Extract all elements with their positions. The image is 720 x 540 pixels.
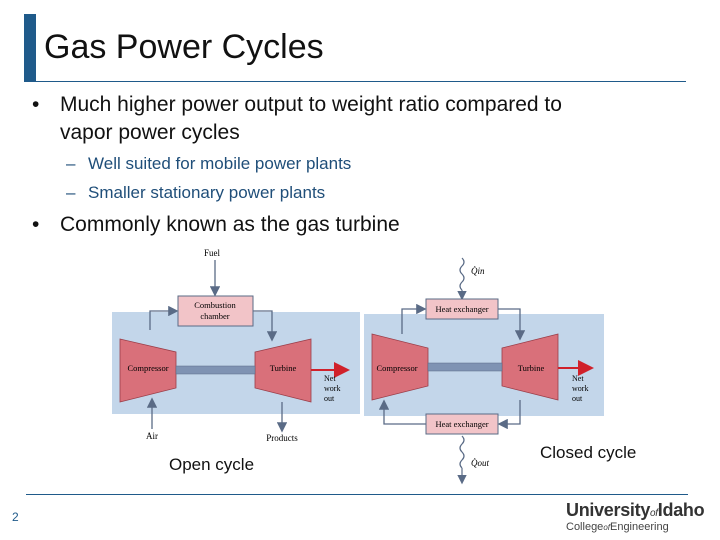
page-number: 2: [12, 510, 19, 524]
closed-cycle-caption: Closed cycle: [540, 443, 637, 462]
turbine-label: Turbine: [518, 363, 545, 373]
compressor-label: Compressor: [127, 363, 168, 373]
hx-to-turbine-line: [498, 308, 526, 341]
logo-college-a: College: [566, 521, 604, 533]
slide-title: Gas Power Cycles: [44, 28, 324, 66]
logo-college-of: of: [603, 523, 610, 532]
logo-university-line: UniversityofIdaho: [566, 500, 705, 521]
heat-exchanger-bottom-box: [425, 413, 499, 435]
bullet-2: • Commonly known as the gas turbine: [32, 211, 532, 239]
net-label-3: out: [324, 394, 335, 403]
logo-university-b: Idaho: [657, 500, 705, 520]
open-cycle-diagram: Fuel Combustion chamber Compressor Turbi…: [112, 248, 360, 443]
combustion-label-2: chamber: [200, 311, 229, 321]
logo-college-line: CollegeofEngineering: [566, 521, 669, 533]
title-accent-bar: [24, 14, 36, 82]
logo-college-b: Engineering: [609, 521, 669, 533]
products-label: Products: [266, 433, 298, 443]
turbine-shape: [254, 338, 312, 403]
logo-of: of: [650, 508, 658, 519]
turbine-label: Turbine: [270, 363, 297, 373]
heat-exchanger-bottom-label: Heat exchanger: [435, 419, 488, 429]
net-label-2: work: [324, 384, 340, 393]
closed-cycle-diagram: Q̇in Heat exchanger Compressor Turbine N…: [364, 257, 604, 485]
heat-exchanger-top-label: Heat exchanger: [435, 304, 488, 314]
compressor-to-chamber-line: [149, 305, 179, 330]
net-label-2: work: [572, 384, 588, 393]
sub-bullet-1-text: Well suited for mobile power plants: [88, 154, 352, 173]
q-in-label: Q̇in: [471, 266, 485, 276]
chamber-to-turbine-line: [253, 310, 278, 342]
net-label-3: out: [572, 394, 583, 403]
air-label: Air: [146, 431, 158, 441]
open-cycle-caption: Open cycle: [169, 455, 255, 474]
shaft: [427, 362, 503, 372]
bullet-mark: •: [32, 213, 40, 236]
shaft: [175, 365, 256, 375]
q-out-label: Q̇out: [471, 458, 489, 468]
compressor-shape: [371, 333, 429, 401]
compressor-label: Compressor: [376, 363, 417, 373]
bullet-1-line2: vapor power cycles: [60, 121, 240, 144]
title-divider: [24, 81, 686, 82]
bullet-mark: •: [32, 93, 40, 116]
logo-university-a: University: [566, 500, 651, 520]
sub-bullet-dash: –: [66, 154, 76, 173]
bullet-2-text: Commonly known as the gas turbine: [60, 213, 400, 236]
sub-bullet-dash: –: [66, 183, 76, 202]
heat-out-wavy-arrow: [459, 435, 465, 469]
compressor-to-hx-line: [401, 303, 427, 334]
turbine-shape: [501, 333, 559, 401]
fuel-label: Fuel: [204, 248, 221, 258]
compressor-shape: [119, 338, 177, 403]
hx-to-compressor-line: [378, 399, 426, 425]
turbine-to-hx-line: [497, 400, 521, 430]
footer-divider: [26, 494, 688, 495]
bullet-1: • Much higher power output to weight rat…: [32, 91, 672, 147]
heat-in-wavy-arrow: [459, 257, 465, 291]
bullet-1-line1: Much higher power output to weight ratio…: [60, 93, 562, 116]
university-logo: UniversityofIdaho CollegeofEngineering: [566, 500, 716, 538]
combustion-label-1: Combustion: [194, 300, 236, 310]
net-label-1: Net: [324, 374, 336, 383]
sub-bullet-2-text: Smaller stationary power plants: [88, 183, 326, 202]
net-label-1: Net: [572, 374, 584, 383]
